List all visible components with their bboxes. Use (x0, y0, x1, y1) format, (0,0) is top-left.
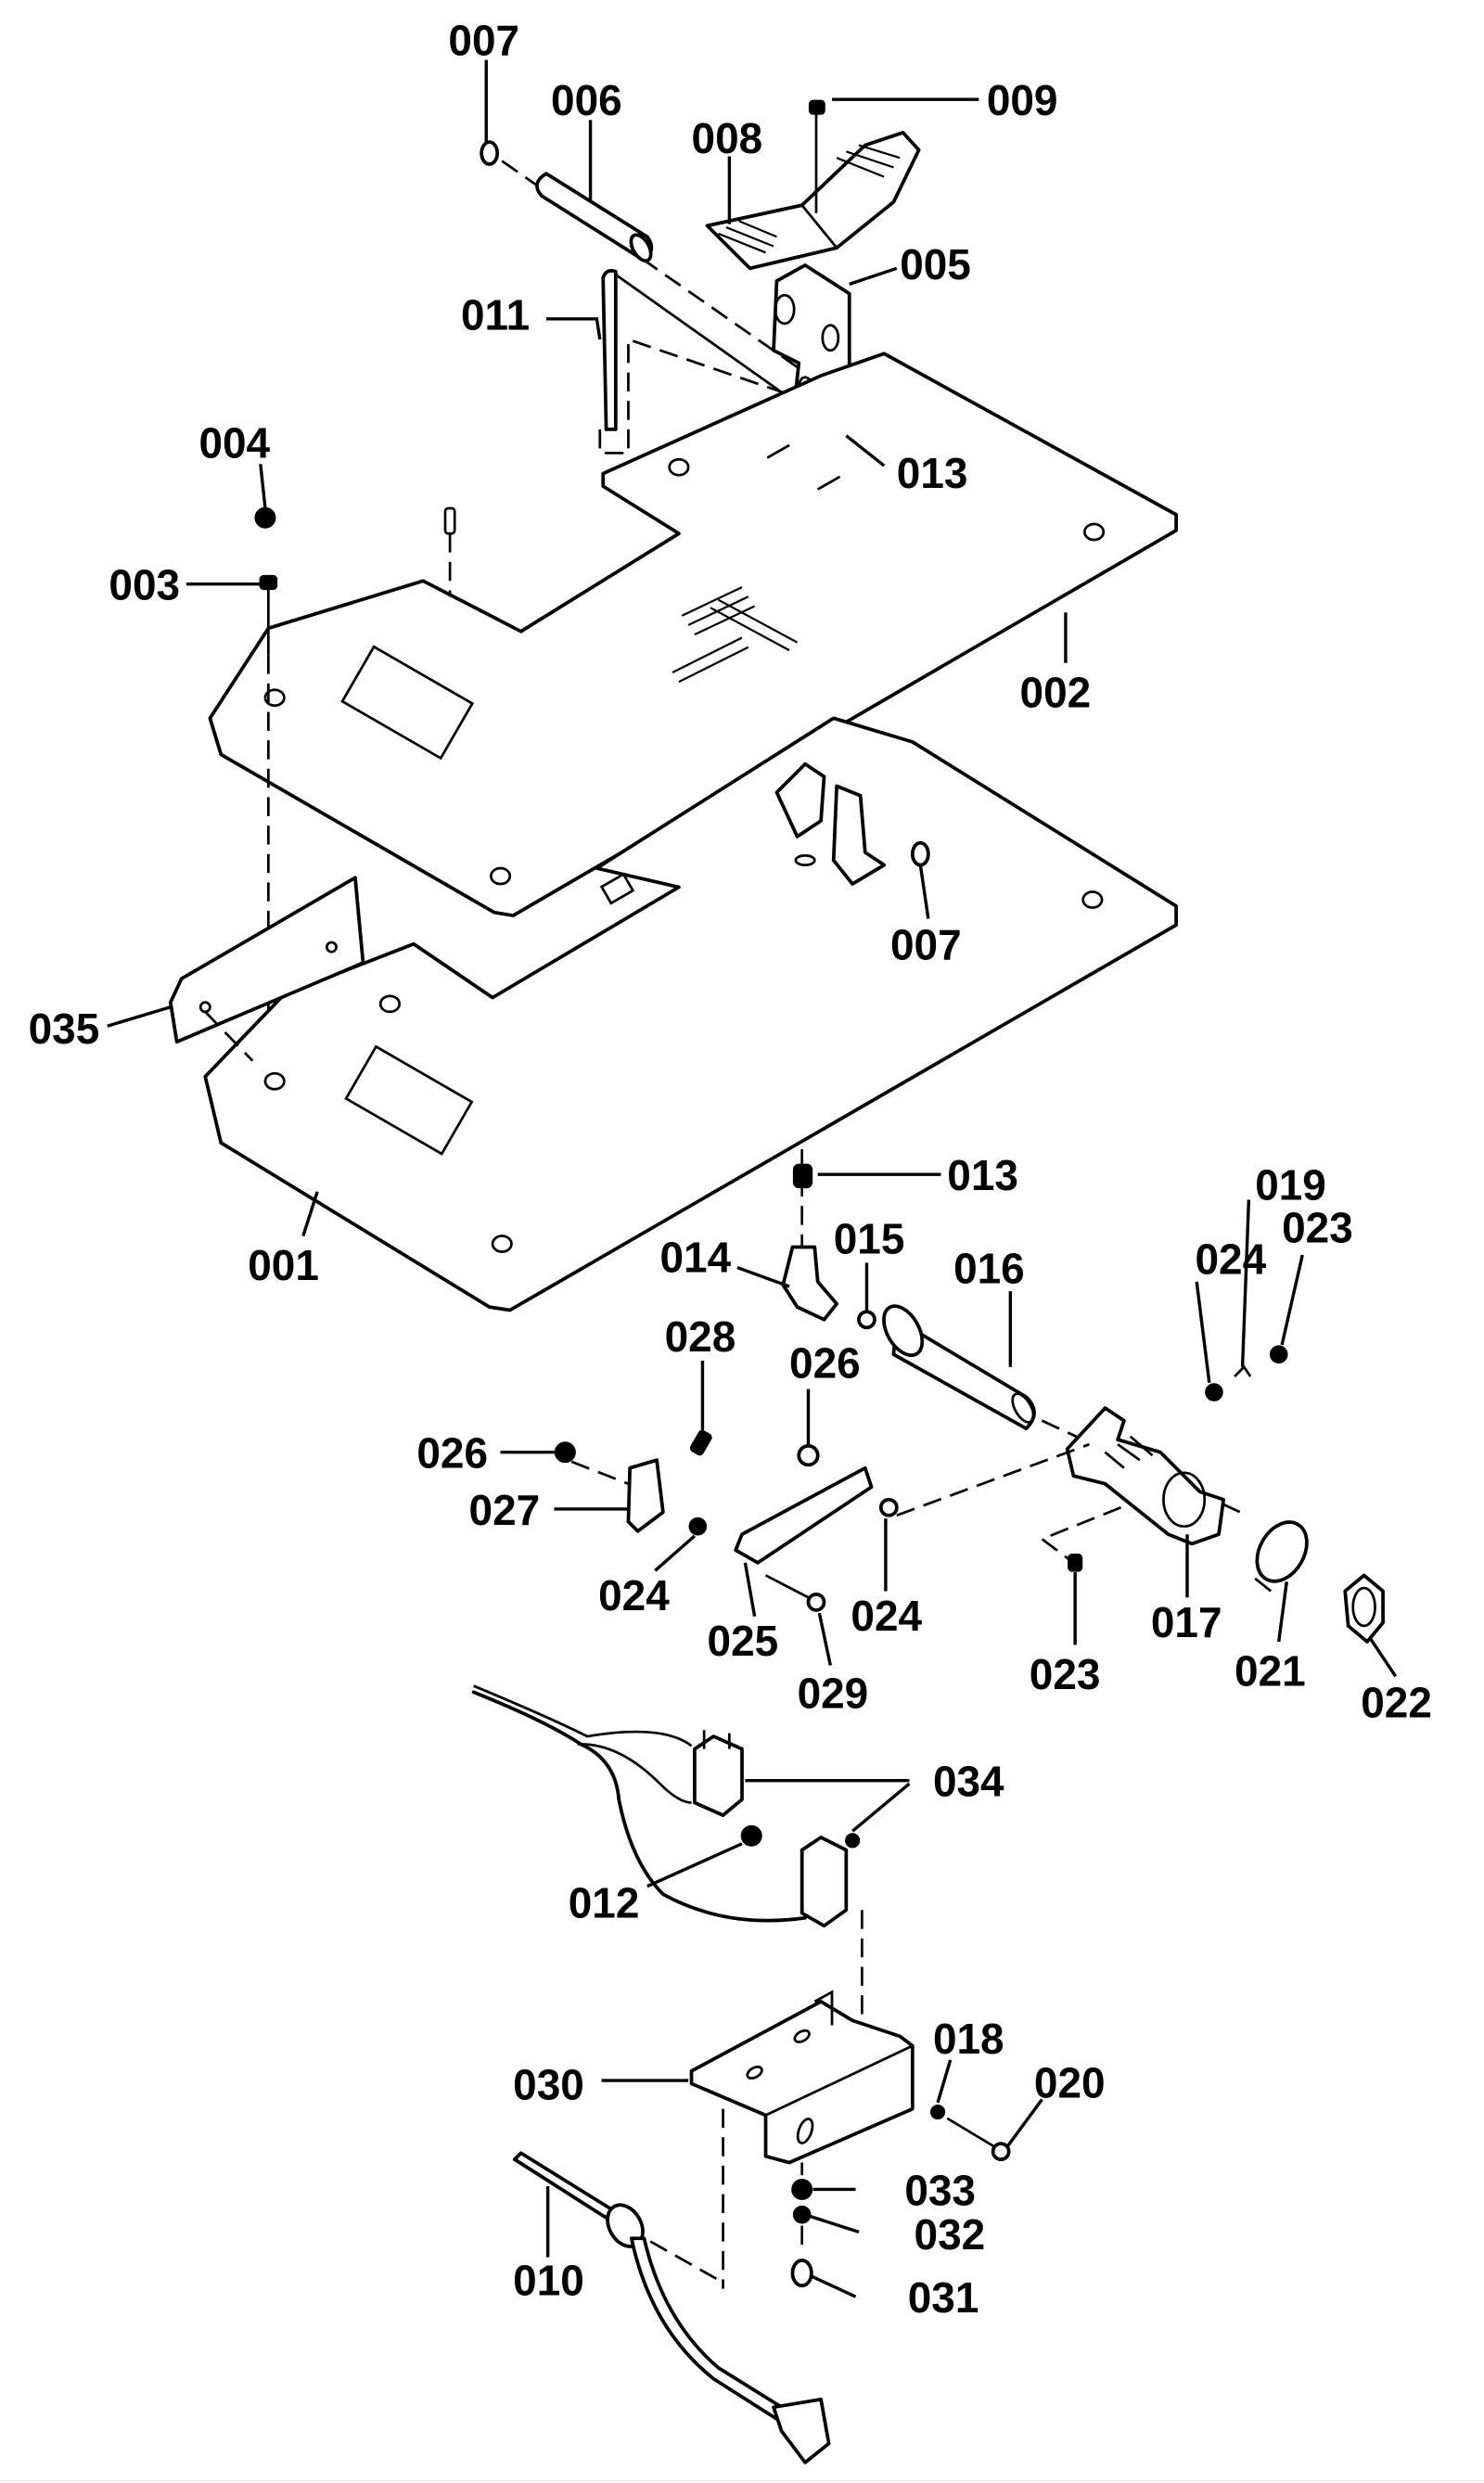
part-022-ring-nut (1343, 1573, 1385, 1644)
small-screw-plate (443, 506, 456, 597)
callout-009: 009 (987, 76, 1058, 124)
part-024-washer-mid (878, 1497, 899, 1517)
callout-007: 007 (448, 17, 519, 65)
part-013-nut-mid (792, 1163, 813, 1189)
callout-023: 023 (1030, 1650, 1101, 1698)
part-010-cable (513, 2151, 831, 2464)
callout-018: 018 (933, 2015, 1004, 2063)
part-033-nut (791, 2178, 813, 2200)
part-023-screw-right (1269, 1345, 1288, 1363)
bottom-border (0, 2480, 1484, 2481)
callout-001: 001 (248, 1241, 319, 1289)
part-034-switch-upper (693, 1730, 744, 1817)
callout-011: 011 (461, 291, 530, 339)
part-026-nut-left (554, 1441, 576, 1464)
part-004-nut (254, 506, 276, 529)
part-023-screw-lower (1039, 1505, 1122, 1572)
callout-033: 033 (904, 2166, 976, 2214)
callout-029: 029 (798, 1669, 869, 1717)
part-021-clamp-ring (1254, 1520, 1309, 1593)
callout-023: 023 (1282, 1203, 1353, 1251)
part-020-bolt (946, 2117, 1011, 2161)
part-009-screw (808, 99, 825, 213)
callout-019: 019 (1255, 1160, 1326, 1209)
part-030-bracket (689, 1990, 915, 2165)
callout-031: 031 (908, 2273, 979, 2322)
callout-004: 004 (198, 419, 270, 467)
part-007-clip-lower (910, 840, 930, 867)
callout-008: 008 (692, 114, 763, 162)
callout-024: 024 (851, 1592, 922, 1640)
part-014-elbow-fitting (781, 1245, 838, 1322)
callout-034: 034 (933, 1758, 1004, 1806)
callout-026: 026 (416, 1429, 488, 1478)
part-008-pedal-pad (705, 131, 921, 271)
callout-020: 020 (1034, 2059, 1106, 2107)
part-002-upper-plate (208, 352, 1178, 917)
callout-005: 005 (900, 240, 971, 288)
callout-002: 002 (1020, 668, 1092, 716)
callout-006: 006 (551, 76, 622, 124)
callout-025: 025 (708, 1617, 779, 1665)
part-001-base-plate (203, 716, 1178, 1312)
leader-lines (107, 59, 1398, 2298)
part-017-valve-body (1065, 1406, 1226, 1546)
switch-assembly (471, 1684, 864, 2037)
callout-012: 012 (569, 1879, 640, 1927)
callout-labels: 007 006 008 009 005 011 004 013 003 002 … (29, 17, 1432, 2323)
part-031-cap-nut (790, 2259, 813, 2288)
callout-035: 035 (29, 1005, 100, 1053)
part-019-spring-pin (1234, 1364, 1252, 1377)
part-024-washer-left (688, 1517, 708, 1536)
callout-026: 026 (789, 1339, 861, 1388)
callout-027: 027 (469, 1486, 541, 1534)
part-035-side-plate (168, 876, 365, 1062)
callout-032: 032 (915, 2210, 986, 2259)
part-032-washer (792, 2205, 812, 2224)
part-006-pin (535, 172, 654, 262)
callout-024: 024 (598, 1571, 670, 1619)
callout-030: 030 (513, 2060, 584, 2108)
part-007-clip-top (480, 140, 500, 166)
callout-013: 013 (897, 449, 968, 497)
part-012-nut (740, 1824, 762, 1847)
callout-010: 010 (513, 2256, 584, 2304)
part-027-block (626, 1458, 665, 1533)
wire-harness (471, 1690, 807, 1923)
callout-024: 024 (1196, 1235, 1267, 1283)
linkage-assembly (554, 1429, 1090, 1612)
callout-021: 021 (1235, 1647, 1306, 1696)
shaft-assembly (781, 1148, 1385, 1644)
part-024-washer-right (1205, 1383, 1223, 1401)
callout-013: 013 (947, 1151, 1018, 1199)
callout-016: 016 (953, 1245, 1025, 1293)
part-018-washer (929, 2104, 946, 2120)
part-026-nut-mid (797, 1444, 820, 1467)
lower-bracket-assembly (513, 1990, 1011, 2464)
callout-014: 014 (659, 1234, 731, 1282)
part-016-cylinder (882, 1304, 1036, 1431)
callout-003: 003 (109, 561, 180, 609)
part-011-l-rod (598, 269, 790, 454)
callout-022: 022 (1361, 1679, 1432, 1727)
part-015-washer (857, 1310, 876, 1330)
part-029-bolt (764, 1574, 826, 1612)
callout-017: 017 (1151, 1598, 1222, 1646)
part-025-link-plate (734, 1465, 874, 1565)
callout-015: 015 (834, 1214, 905, 1262)
part-034-switch-lower (800, 1833, 861, 1928)
part-028-pin (689, 1429, 712, 1456)
callout-007: 007 (890, 921, 962, 969)
callout-028: 028 (665, 1312, 736, 1361)
